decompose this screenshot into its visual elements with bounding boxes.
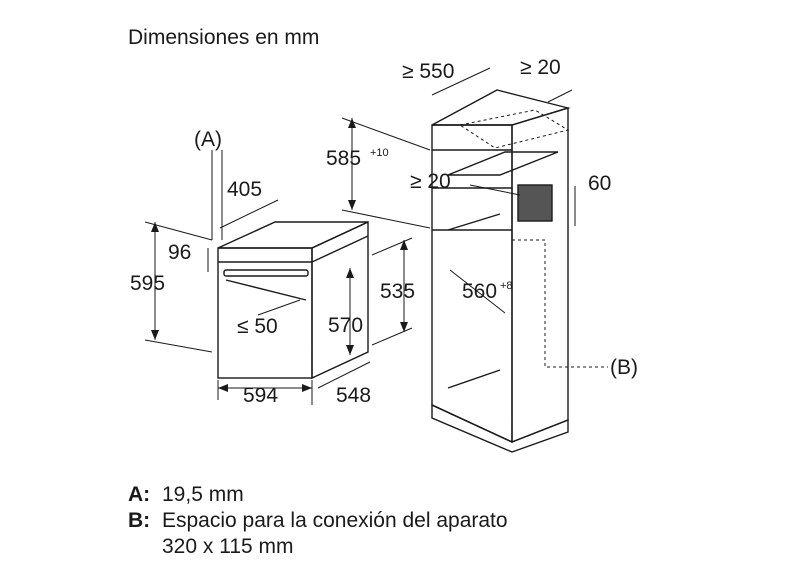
label-body-height-inner: 535 [380,280,415,303]
label-b-marker: (B) [610,356,638,379]
oven-top-face [217,221,369,249]
label-oven-depth-top: 405 [227,178,262,201]
legend-item-b-size: 320 x 115 mm [128,534,294,560]
label-niche-height-main: 585 [326,147,361,170]
legend-key-a: A: [128,483,151,506]
oven-side-face [311,220,369,380]
label-rear-gap: ≥ 20 [520,56,561,79]
legend-text-a: 19,5 mm [162,483,244,506]
vent-block [517,184,553,222]
label-front-panel: 96 [168,241,191,264]
arrowheads [151,118,408,392]
label-niche-depth: ≥ 550 [402,60,454,83]
legend-text-b: Espacio para la conexión del aparato [162,509,508,532]
cabinet-side [511,107,569,444]
diagram-title: Dimensiones en mm [128,26,319,49]
legend-key-b: B: [128,509,151,532]
label-a-marker: (A) [194,128,222,151]
label-oven-depth: 548 [336,384,371,407]
oven-handle [223,269,309,277]
legend-item-a: A: 19,5 mm [128,482,244,508]
label-niche-width-main: 560 [462,280,497,303]
connection-area [458,109,608,368]
label-oven-height: 595 [130,272,165,295]
cabinet-plinth [431,403,569,453]
label-niche-height-tol: +10 [370,147,389,159]
cabinet-dimension-lines [341,67,576,314]
label-gap-front: ≤ 50 [237,315,278,338]
oven-dimension-lines [144,150,413,405]
label-shelf-gap: ≥ 20 [410,170,451,193]
label-body-height: 570 [328,314,363,337]
label-niche-width-tol: +8 [500,280,513,292]
legend-text-b-size: 320 x 115 mm [162,535,294,558]
legend-item-b: B: Espacio para la conexión del aparato [128,508,508,534]
label-vent-height: 60 [588,172,611,195]
label-oven-width: 594 [243,384,278,407]
cabinet-drawing [431,89,571,453]
cabinet-top [431,89,571,126]
oven-drawing [217,220,369,380]
